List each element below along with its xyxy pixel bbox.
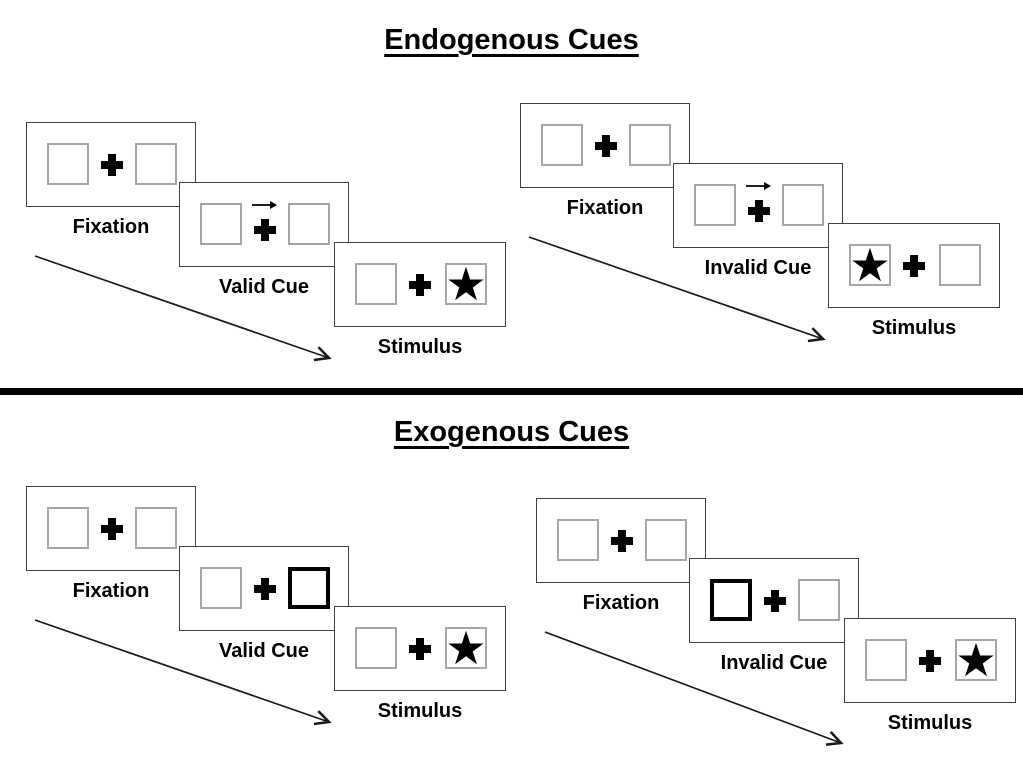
cue-panel bbox=[673, 163, 843, 248]
timeline-arrow-icon bbox=[34, 619, 332, 726]
cue-panel bbox=[689, 558, 859, 643]
cue-panel bbox=[179, 546, 349, 631]
panel-label-cue: Invalid Cue bbox=[704, 257, 812, 279]
stimulus-panel: ★ bbox=[844, 618, 1016, 703]
fixation-cross-icon bbox=[919, 650, 941, 672]
panel-label-stimulus: Stimulus bbox=[887, 712, 973, 734]
fixation-cross-icon bbox=[595, 135, 617, 157]
timeline-arrow-icon bbox=[528, 236, 826, 343]
stimulus-panel: ★ bbox=[334, 242, 506, 327]
fixation-panel bbox=[536, 498, 706, 583]
right-box bbox=[135, 143, 177, 185]
stimulus-panel: ★ bbox=[334, 606, 506, 691]
right-box bbox=[645, 519, 687, 561]
exogenous-valid-sequence: Fixation Valid Cue ★ Stimulus bbox=[26, 486, 542, 754]
left-box: ★ bbox=[849, 238, 891, 292]
panel-label-cue: Valid Cue bbox=[218, 276, 310, 298]
fixation-cross-icon bbox=[254, 219, 276, 241]
left-box bbox=[47, 143, 89, 185]
panel-label-stimulus: Stimulus bbox=[377, 336, 463, 358]
panel-label-fixation: Fixation bbox=[566, 197, 644, 219]
stimulus-panel: ★ bbox=[828, 223, 1000, 308]
panel-label-fixation: Fixation bbox=[72, 580, 150, 602]
cue-direction-arrow-icon bbox=[252, 201, 277, 209]
panel-label-stimulus: Stimulus bbox=[871, 317, 957, 339]
fixation-panel bbox=[520, 103, 690, 188]
right-box bbox=[288, 567, 330, 609]
left-box bbox=[200, 567, 242, 609]
endogenous-invalid-sequence: Fixation Invalid Cue ★ Stimulus bbox=[520, 103, 1023, 371]
left-box bbox=[710, 579, 752, 621]
left-box bbox=[694, 184, 736, 226]
panel-label-cue: Valid Cue bbox=[218, 640, 310, 662]
panel-label-stimulus: Stimulus bbox=[377, 700, 463, 722]
left-box bbox=[541, 124, 583, 166]
fixation-cross-icon bbox=[409, 638, 431, 660]
right-box bbox=[629, 124, 671, 166]
panel-label-fixation: Fixation bbox=[72, 216, 150, 238]
star-stimulus-icon: ★ bbox=[445, 621, 487, 675]
fixation-panel bbox=[26, 122, 196, 207]
fixation-cross-icon bbox=[409, 274, 431, 296]
right-box: ★ bbox=[445, 257, 487, 311]
fixation-cross-icon bbox=[611, 530, 633, 552]
left-box bbox=[865, 639, 907, 681]
fixation-cross-icon bbox=[101, 518, 123, 540]
right-box bbox=[798, 579, 840, 621]
right-box bbox=[939, 244, 981, 286]
left-box bbox=[557, 519, 599, 561]
endogenous-valid-sequence: Fixation Valid Cue ★ Stimulus bbox=[26, 122, 542, 390]
right-box bbox=[135, 507, 177, 549]
fixation-panel bbox=[26, 486, 196, 571]
fixation-cross-icon bbox=[764, 590, 786, 612]
star-stimulus-icon: ★ bbox=[955, 633, 997, 687]
timeline-arrow-icon bbox=[544, 631, 844, 746]
left-box bbox=[355, 627, 397, 669]
section-title-endogenous-text: Endogenous Cues bbox=[384, 24, 639, 56]
cue-panel bbox=[179, 182, 349, 267]
panel-label-cue: Invalid Cue bbox=[720, 652, 828, 674]
right-box bbox=[288, 203, 330, 245]
fixation-cross-icon bbox=[101, 154, 123, 176]
cue-direction-arrow-icon bbox=[746, 182, 771, 190]
fixation-cross-icon bbox=[254, 578, 276, 600]
right-box bbox=[782, 184, 824, 226]
section-title-exogenous-text: Exogenous Cues bbox=[393, 416, 630, 448]
section-title-exogenous: Exogenous Cues bbox=[0, 416, 1023, 449]
right-box: ★ bbox=[955, 633, 997, 687]
exogenous-invalid-sequence: Fixation Invalid Cue ★ Stimulus bbox=[536, 498, 1023, 766]
star-stimulus-icon: ★ bbox=[849, 238, 891, 292]
section-divider bbox=[0, 388, 1023, 395]
timeline-arrow-icon bbox=[34, 255, 332, 362]
left-box bbox=[355, 263, 397, 305]
left-box bbox=[47, 507, 89, 549]
fixation-cross-icon bbox=[748, 200, 770, 222]
section-title-endogenous: Endogenous Cues bbox=[0, 24, 1023, 57]
panel-label-fixation: Fixation bbox=[582, 592, 660, 614]
fixation-cross-icon bbox=[903, 255, 925, 277]
star-stimulus-icon: ★ bbox=[445, 257, 487, 311]
right-box: ★ bbox=[445, 621, 487, 675]
left-box bbox=[200, 203, 242, 245]
